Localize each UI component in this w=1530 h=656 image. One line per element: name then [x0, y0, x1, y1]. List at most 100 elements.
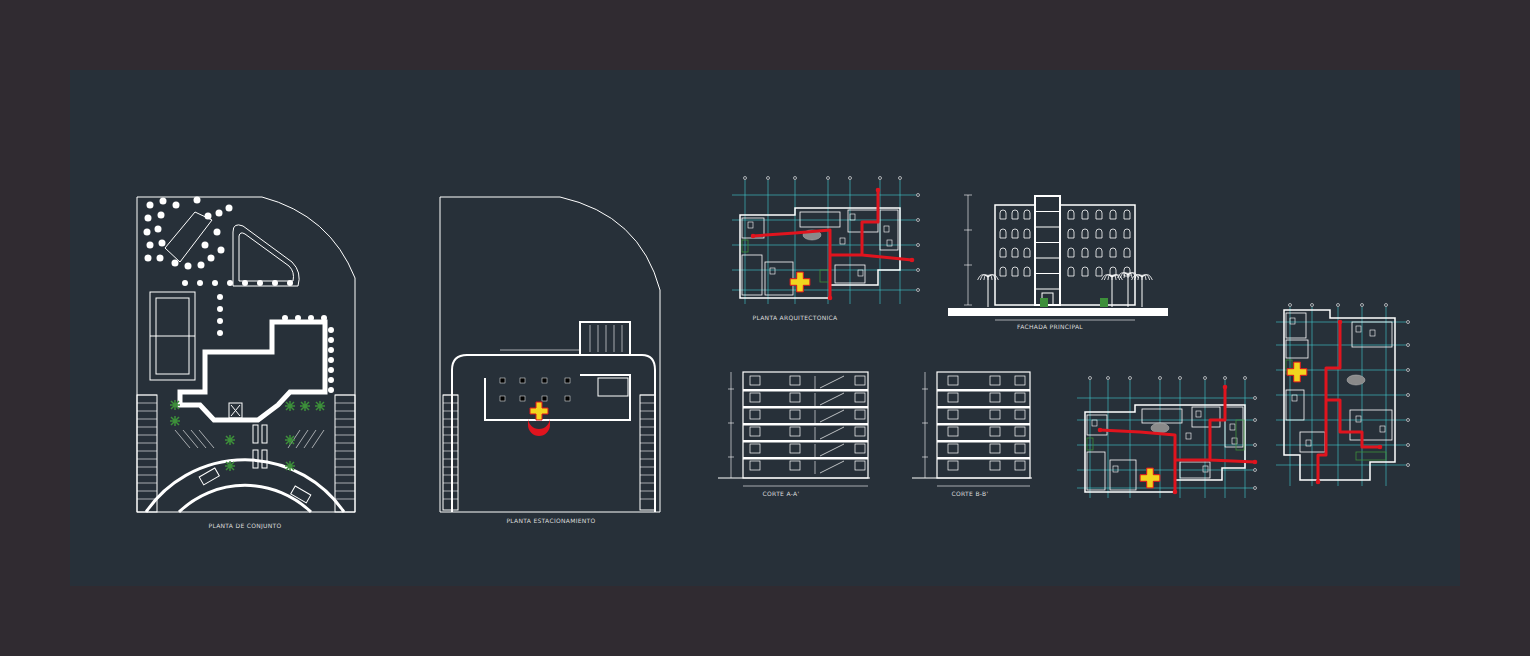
- parking-stall: [335, 499, 355, 500]
- parking-stall: [443, 499, 458, 500]
- fixture: [1356, 416, 1361, 422]
- window: [855, 427, 865, 436]
- fixture: [858, 270, 863, 276]
- axis-bubble: [1179, 377, 1182, 380]
- axis-bubble: [1361, 304, 1364, 307]
- fixture: [1113, 466, 1118, 472]
- dimension-line: [968, 195, 969, 305]
- stair: [820, 410, 844, 422]
- parking-stall: [443, 467, 458, 468]
- building-mass: [995, 205, 1035, 305]
- grid-axis: [768, 180, 769, 304]
- window: [750, 376, 760, 385]
- window: [990, 393, 1000, 402]
- model-space: [70, 70, 1460, 586]
- drawing-title: PLANTA DE CONJUNTO: [206, 522, 283, 530]
- dimension-tick: [728, 457, 734, 458]
- parking-stall: [443, 435, 458, 436]
- floor-plan: [1276, 304, 1410, 487]
- route-end: [1098, 428, 1103, 433]
- garden-bed: [165, 212, 212, 262]
- column: [565, 378, 570, 383]
- grid-axis: [1077, 398, 1253, 399]
- fixture: [1380, 426, 1385, 432]
- tree-symbol: [328, 337, 334, 343]
- exterior-wall: [1085, 405, 1245, 492]
- axis-bubble: [1224, 377, 1227, 380]
- tree-symbol: [216, 210, 223, 217]
- window: [1015, 461, 1025, 470]
- window: [855, 393, 865, 402]
- axis-bubble: [794, 177, 797, 180]
- palm-symbol: [225, 435, 235, 445]
- palm-trunk: [1128, 275, 1129, 307]
- window: [990, 427, 1000, 436]
- room-wall: [1087, 452, 1105, 490]
- parking-stall: [443, 443, 458, 444]
- tree-symbol: [217, 330, 223, 336]
- room-wall: [1286, 340, 1308, 358]
- window: [1012, 210, 1018, 219]
- dimension-tick: [964, 195, 972, 196]
- axis-bubble: [1254, 419, 1257, 422]
- room-wall: [1300, 432, 1325, 452]
- window: [855, 376, 865, 385]
- parking-stall: [296, 430, 308, 448]
- road: [146, 460, 344, 512]
- parking-stall: [640, 435, 655, 436]
- floor-plan: [732, 177, 920, 305]
- parking-stall: [640, 395, 655, 396]
- tree-symbol: [212, 280, 218, 286]
- route-end: [910, 258, 915, 263]
- room-wall: [1286, 390, 1304, 420]
- bench: [262, 450, 267, 468]
- parking-stall: [137, 435, 157, 436]
- window: [1024, 210, 1030, 219]
- fixture: [1203, 466, 1208, 472]
- tree-symbol: [328, 347, 334, 353]
- parking-stall: [335, 443, 355, 444]
- partition: [815, 461, 816, 474]
- window: [790, 393, 800, 402]
- bench: [253, 450, 258, 468]
- window: [948, 427, 958, 436]
- tree-symbol: [182, 280, 188, 286]
- grid-axis: [1362, 307, 1363, 486]
- structure-wall: [485, 375, 630, 420]
- parking-stall: [640, 419, 655, 420]
- tree-symbol: [144, 229, 151, 236]
- building-footprint: [180, 322, 325, 420]
- route-end: [1223, 385, 1228, 390]
- floor-line: [1035, 242, 1060, 243]
- window: [790, 410, 800, 419]
- site-boundary: [137, 197, 355, 512]
- tennis-court: [150, 292, 195, 380]
- ground-line: [718, 478, 870, 479]
- window: [855, 444, 865, 453]
- route-end: [1253, 460, 1258, 465]
- palm-trunk: [1142, 277, 1143, 307]
- stair-step: [614, 325, 615, 352]
- window: [1000, 210, 1006, 219]
- dimension-line: [743, 486, 868, 487]
- window: [790, 461, 800, 470]
- window: [790, 427, 800, 436]
- entrance: [229, 403, 242, 418]
- tree-symbol: [160, 198, 167, 205]
- window: [1000, 229, 1006, 238]
- dimension-line: [937, 486, 1030, 487]
- tree-symbol: [208, 255, 215, 262]
- parking-stall: [443, 459, 458, 460]
- grid-axis: [732, 220, 916, 221]
- tree-symbol: [197, 280, 203, 286]
- window: [1012, 248, 1018, 257]
- ramp: [598, 378, 628, 396]
- axis-bubble: [1407, 419, 1410, 422]
- parking-strip: [443, 395, 458, 510]
- parking-stall: [640, 443, 655, 444]
- stair: [820, 393, 844, 405]
- parking-stall: [640, 491, 655, 492]
- palm-symbol: [315, 401, 325, 411]
- slab: [937, 406, 1030, 409]
- axis-bubble: [917, 194, 920, 197]
